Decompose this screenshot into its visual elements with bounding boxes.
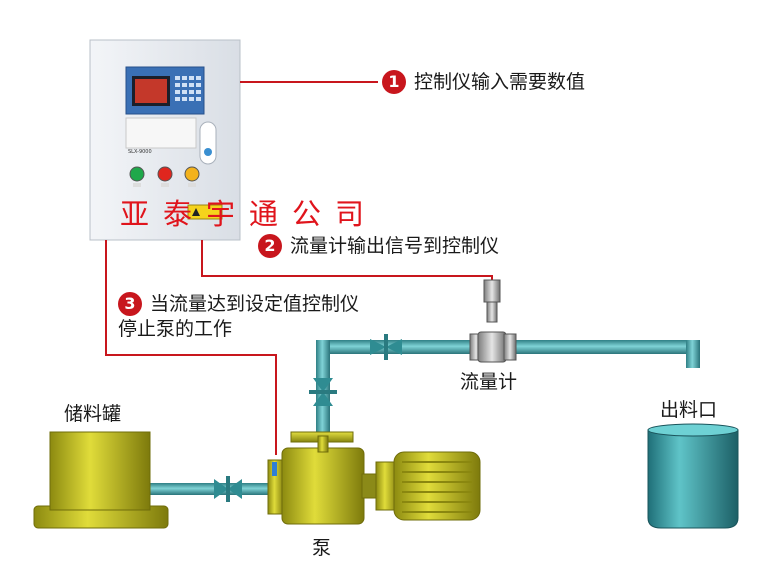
step-2: 2 流量计输出信号到控制仪: [258, 234, 499, 259]
step-3-text-line1: 当流量达到设定值控制仪: [150, 293, 360, 315]
step-3-text-line2: 停止泵的工作: [118, 318, 233, 340]
green-button: [129, 166, 145, 182]
cabinet-model-label: SLX-9000: [128, 149, 152, 155]
flowmeter: [469, 279, 517, 363]
step-2-badge: 2: [258, 234, 282, 258]
flowmeter-label: 流量计: [460, 371, 518, 393]
yellow-button: [184, 166, 200, 182]
step-3-badge: 3: [118, 292, 142, 316]
company-watermark: 亚泰宇通公司: [120, 197, 379, 231]
tank-label: 储料罐: [64, 403, 122, 425]
valve-vertical: [309, 378, 337, 406]
control-cabinet: SLX-9000: [89, 39, 241, 241]
outlet-container: [647, 423, 739, 529]
step-2-text: 流量计输出信号到控制仪: [290, 235, 500, 257]
step-3: 3 当流量达到设定值控制仪 停止泵的工作: [118, 292, 359, 342]
step-1: 1 控制仪输入需要数值: [382, 70, 585, 95]
valve-top: [370, 334, 402, 360]
storage-tank: [33, 431, 169, 529]
pump: [267, 431, 481, 525]
red-button: [157, 166, 173, 182]
step-1-badge: 1: [382, 70, 406, 94]
step-1-text: 控制仪输入需要数值: [414, 71, 586, 93]
signal-wires: [105, 81, 493, 455]
valve-inlet: [214, 476, 242, 502]
pump-label: 泵: [312, 537, 332, 559]
outlet-label: 出料口: [660, 399, 718, 421]
